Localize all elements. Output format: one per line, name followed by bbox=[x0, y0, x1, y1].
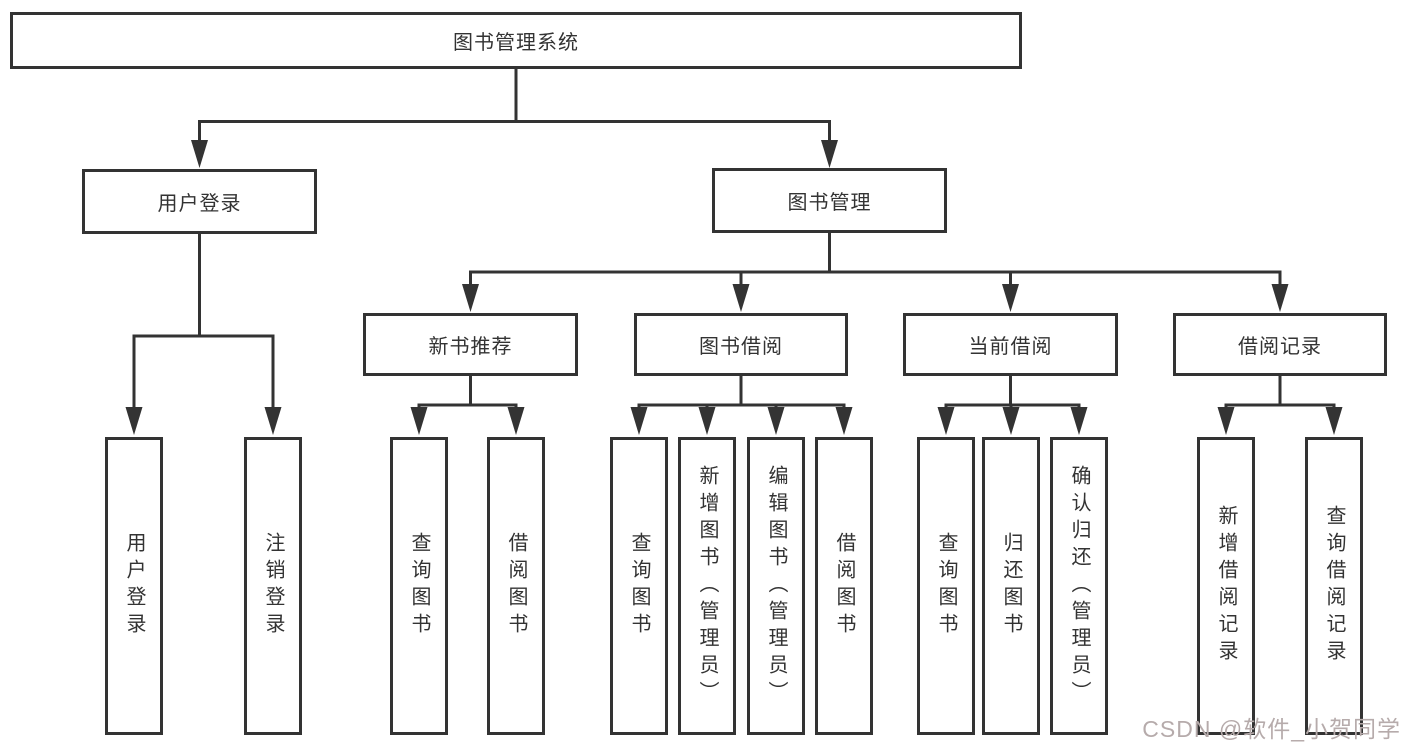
leaf-bb-query-books: 查询图书 bbox=[610, 437, 668, 735]
leaf-br-query-record: 查询借阅记录 bbox=[1305, 437, 1363, 735]
node-borrow-records: 借阅记录 bbox=[1173, 313, 1387, 376]
node-label: 借阅记录 bbox=[1238, 336, 1322, 358]
node-label: 归还图书 bbox=[1000, 532, 1022, 640]
connector-user-login-branch bbox=[125, 234, 282, 435]
node-label: 用户登录 bbox=[123, 532, 145, 640]
node-label: 图书借阅 bbox=[699, 336, 783, 358]
node-book-borrowing: 图书借阅 bbox=[634, 313, 848, 376]
connector-book-borrowing bbox=[630, 376, 853, 435]
node-label: 确认归还（管理员） bbox=[1068, 464, 1090, 708]
node-current-borrowing: 当前借阅 bbox=[903, 313, 1118, 376]
node-label: 新增借阅记录 bbox=[1215, 505, 1237, 667]
node-book-management: 图书管理 bbox=[712, 168, 947, 233]
node-new-book-recommend: 新书推荐 bbox=[363, 313, 578, 376]
connector-current-borrowing bbox=[937, 376, 1088, 435]
node-label: 借阅图书 bbox=[505, 532, 527, 640]
node-label: 编辑图书（管理员） bbox=[765, 464, 787, 708]
node-label: 查询图书 bbox=[408, 532, 430, 640]
connector-new-book-recommend bbox=[410, 376, 525, 435]
node-label: 用户登录 bbox=[157, 193, 242, 215]
leaf-user-login: 用户登录 bbox=[105, 437, 163, 735]
node-label: 查询图书 bbox=[935, 532, 957, 640]
node-label: 图书管理 bbox=[787, 192, 872, 214]
node-label: 新书推荐 bbox=[428, 336, 513, 358]
leaf-nb-query-books: 查询图书 bbox=[390, 437, 448, 735]
connector-borrow-records bbox=[1217, 376, 1343, 435]
leaf-bb-edit-books-admin: 编辑图书（管理员） bbox=[747, 437, 805, 735]
node-root: 图书管理系统 bbox=[10, 12, 1022, 69]
leaf-br-add-record: 新增借阅记录 bbox=[1197, 437, 1255, 735]
leaf-bb-borrow-books: 借阅图书 bbox=[815, 437, 873, 735]
node-label: 查询图书 bbox=[628, 532, 650, 640]
node-label: 图书管理系统 bbox=[453, 32, 579, 54]
leaf-nb-borrow-books: 借阅图书 bbox=[487, 437, 545, 735]
leaf-cb-query-books: 查询图书 bbox=[917, 437, 975, 735]
leaf-logout: 注销登录 bbox=[244, 437, 302, 735]
node-label: 借阅图书 bbox=[833, 532, 855, 640]
node-label: 查询借阅记录 bbox=[1323, 505, 1345, 667]
connector-book-management-to-level3 bbox=[462, 233, 1289, 312]
leaf-cb-confirm-return-admin: 确认归还（管理员） bbox=[1050, 437, 1108, 735]
node-label: 当前借阅 bbox=[968, 336, 1053, 358]
leaf-cb-return-books: 归还图书 bbox=[982, 437, 1040, 735]
node-user-login: 用户登录 bbox=[82, 169, 317, 234]
leaf-bb-add-books-admin: 新增图书（管理员） bbox=[678, 437, 736, 735]
node-label: 注销登录 bbox=[262, 532, 284, 640]
connector-root-to-level2 bbox=[191, 68, 838, 168]
watermark: CSDN @软件_小贺同学 bbox=[1142, 716, 1401, 742]
node-label: 新增图书（管理员） bbox=[696, 464, 718, 708]
